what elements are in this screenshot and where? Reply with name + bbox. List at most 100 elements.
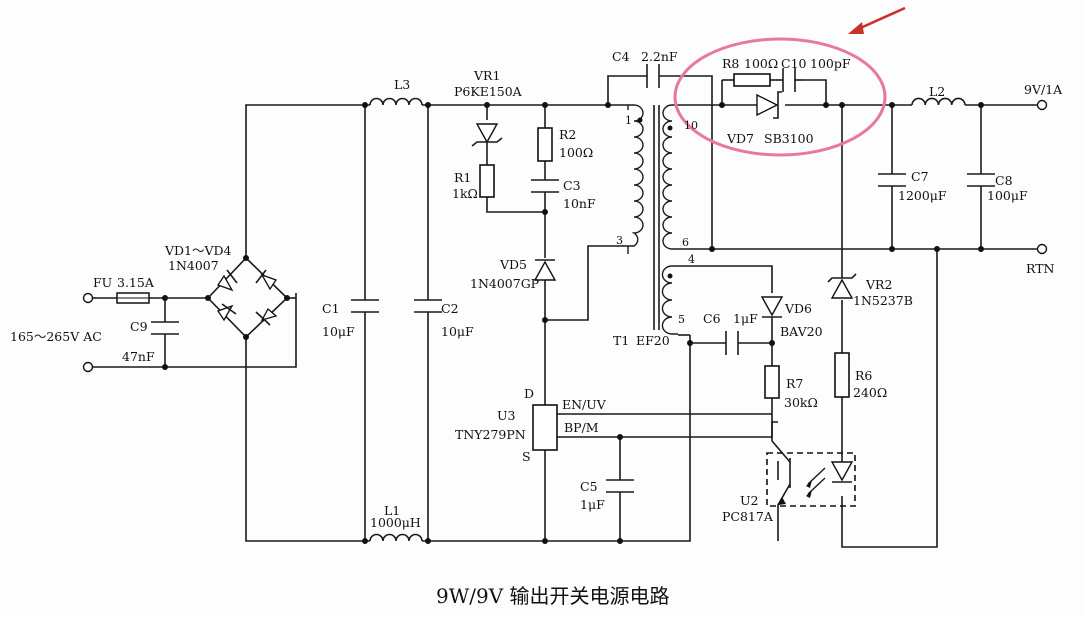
label-vd6-value: BAV20 bbox=[780, 324, 823, 339]
capacitor-c7 bbox=[878, 173, 906, 187]
label-r1: R1 bbox=[454, 170, 471, 185]
label-vd5-value: 1N4007GP bbox=[470, 276, 539, 291]
label-c4: C4 bbox=[612, 49, 630, 64]
label-fu-value: 3.15A bbox=[117, 275, 155, 290]
label-l2: L2 bbox=[929, 84, 945, 99]
label-c2: C2 bbox=[441, 301, 459, 316]
optocoupler-u2 bbox=[766, 452, 856, 507]
capacitor-c3 bbox=[531, 179, 559, 193]
label-pin-5: 5 bbox=[678, 313, 685, 326]
label-u3-value: TNY279PN bbox=[455, 427, 526, 442]
transformer-t1 bbox=[627, 104, 678, 335]
label-r2: R2 bbox=[559, 127, 576, 142]
label-vr2: VR2 bbox=[865, 277, 892, 292]
output-terminal-rtn bbox=[1036, 243, 1048, 255]
tvs-diode-vr1 bbox=[471, 123, 503, 147]
label-c10: C10 bbox=[781, 56, 807, 71]
label-r2-value: 100Ω bbox=[559, 145, 593, 160]
label-r7: R7 bbox=[786, 376, 803, 391]
capacitor-c9 bbox=[151, 321, 179, 335]
pointer-arrow bbox=[848, 6, 906, 34]
label-r8: R8 bbox=[722, 56, 739, 71]
resistor-r8 bbox=[733, 73, 771, 87]
label-pin-3: 3 bbox=[616, 234, 623, 247]
label-vr2-value: 1N5237B bbox=[853, 293, 913, 308]
label-pin-d: D bbox=[524, 386, 534, 401]
label-c7-value: 1200μF bbox=[898, 188, 947, 203]
label-pin-4: 4 bbox=[688, 253, 695, 266]
ac-input-terminal-bottom bbox=[82, 361, 94, 373]
capacitor-c2 bbox=[414, 299, 442, 313]
label-pin-6: 6 bbox=[682, 236, 689, 249]
label-output-9v: 9V/1A bbox=[1024, 82, 1063, 97]
diode-vd5 bbox=[533, 259, 557, 281]
label-pin-10: 10 bbox=[684, 119, 698, 132]
highlight-ellipse bbox=[673, 37, 887, 157]
zener-diode-vr2 bbox=[827, 273, 857, 299]
resistor-r7 bbox=[764, 365, 780, 399]
label-vd7: VD7 bbox=[726, 131, 754, 146]
label-c5: C5 bbox=[580, 479, 598, 494]
label-pin-1: 1 bbox=[625, 114, 632, 127]
capacitor-c6 bbox=[725, 331, 739, 355]
label-pin-s: S bbox=[522, 449, 531, 464]
inductor-l3 bbox=[369, 97, 423, 106]
ac-input-terminal-top bbox=[82, 292, 94, 304]
label-ac-input: 165～265V AC bbox=[10, 329, 102, 344]
fuse-fu bbox=[116, 292, 150, 304]
label-c2-value: 10μF bbox=[441, 324, 474, 339]
label-c6-value: 1μF bbox=[733, 311, 758, 326]
label-t1: T1 bbox=[613, 333, 629, 348]
label-c3: C3 bbox=[563, 178, 581, 193]
label-l3: L3 bbox=[394, 77, 410, 92]
label-fu: FU bbox=[93, 275, 112, 290]
label-c6: C6 bbox=[703, 311, 721, 326]
label-r7-value: 30kΩ bbox=[784, 395, 818, 410]
resistor-r6 bbox=[834, 352, 850, 398]
label-c8-value: 100μF bbox=[987, 188, 1028, 203]
figure-caption: 9W/9V 输出开关电源电路 bbox=[436, 584, 670, 608]
label-c10-value: 100pF bbox=[810, 56, 851, 71]
label-c8: C8 bbox=[995, 173, 1013, 188]
label-vd7-value: SB3100 bbox=[764, 131, 814, 146]
label-c5-value: 1μF bbox=[580, 497, 605, 512]
capacitor-c1 bbox=[351, 299, 379, 313]
capacitor-c5 bbox=[606, 479, 634, 493]
output-terminal-9v bbox=[1036, 99, 1048, 111]
label-c9: C9 bbox=[130, 319, 148, 334]
wiring bbox=[92, 75, 1040, 548]
component-labels: FU 3.15A 165～265V AC C9 47nF VD1～VD4 1N4… bbox=[10, 49, 1063, 608]
label-t1-value: EF20 bbox=[636, 333, 670, 348]
label-c1: C1 bbox=[322, 301, 340, 316]
label-u2: U2 bbox=[740, 493, 759, 508]
capacitor-c8 bbox=[967, 173, 995, 187]
resistor-r1 bbox=[479, 164, 495, 198]
capacitor-c4 bbox=[646, 64, 660, 88]
label-l1: L1 bbox=[384, 503, 400, 518]
label-bp-m: BP/M bbox=[564, 420, 599, 435]
label-c7: C7 bbox=[911, 169, 929, 184]
label-en-uv: EN/UV bbox=[562, 397, 607, 412]
label-vd6: VD6 bbox=[784, 301, 812, 316]
label-l1-value: 1000μH bbox=[370, 515, 421, 530]
label-c4-value: 2.2nF bbox=[641, 49, 678, 64]
resistor-r2 bbox=[537, 127, 553, 162]
label-r1-value: 1kΩ bbox=[452, 186, 478, 201]
label-bridge-value: 1N4007 bbox=[168, 258, 219, 273]
label-c3-value: 10nF bbox=[563, 196, 596, 211]
label-output-rtn: RTN bbox=[1026, 261, 1055, 276]
label-u2-value: PC817A bbox=[722, 509, 774, 524]
label-bridge: VD1～VD4 bbox=[164, 243, 232, 258]
junction-dots bbox=[162, 102, 984, 544]
inductor-l2 bbox=[911, 97, 966, 106]
label-vr1-value: P6KE150A bbox=[454, 84, 523, 99]
label-u3: U3 bbox=[497, 408, 516, 423]
label-vr1: VR1 bbox=[473, 68, 500, 83]
label-r6-value: 240Ω bbox=[853, 385, 887, 400]
capacitor-c10 bbox=[782, 68, 805, 92]
label-c1-value: 10μF bbox=[322, 324, 355, 339]
label-r8-value: 100Ω bbox=[744, 56, 778, 71]
ic-u3 bbox=[532, 404, 558, 451]
